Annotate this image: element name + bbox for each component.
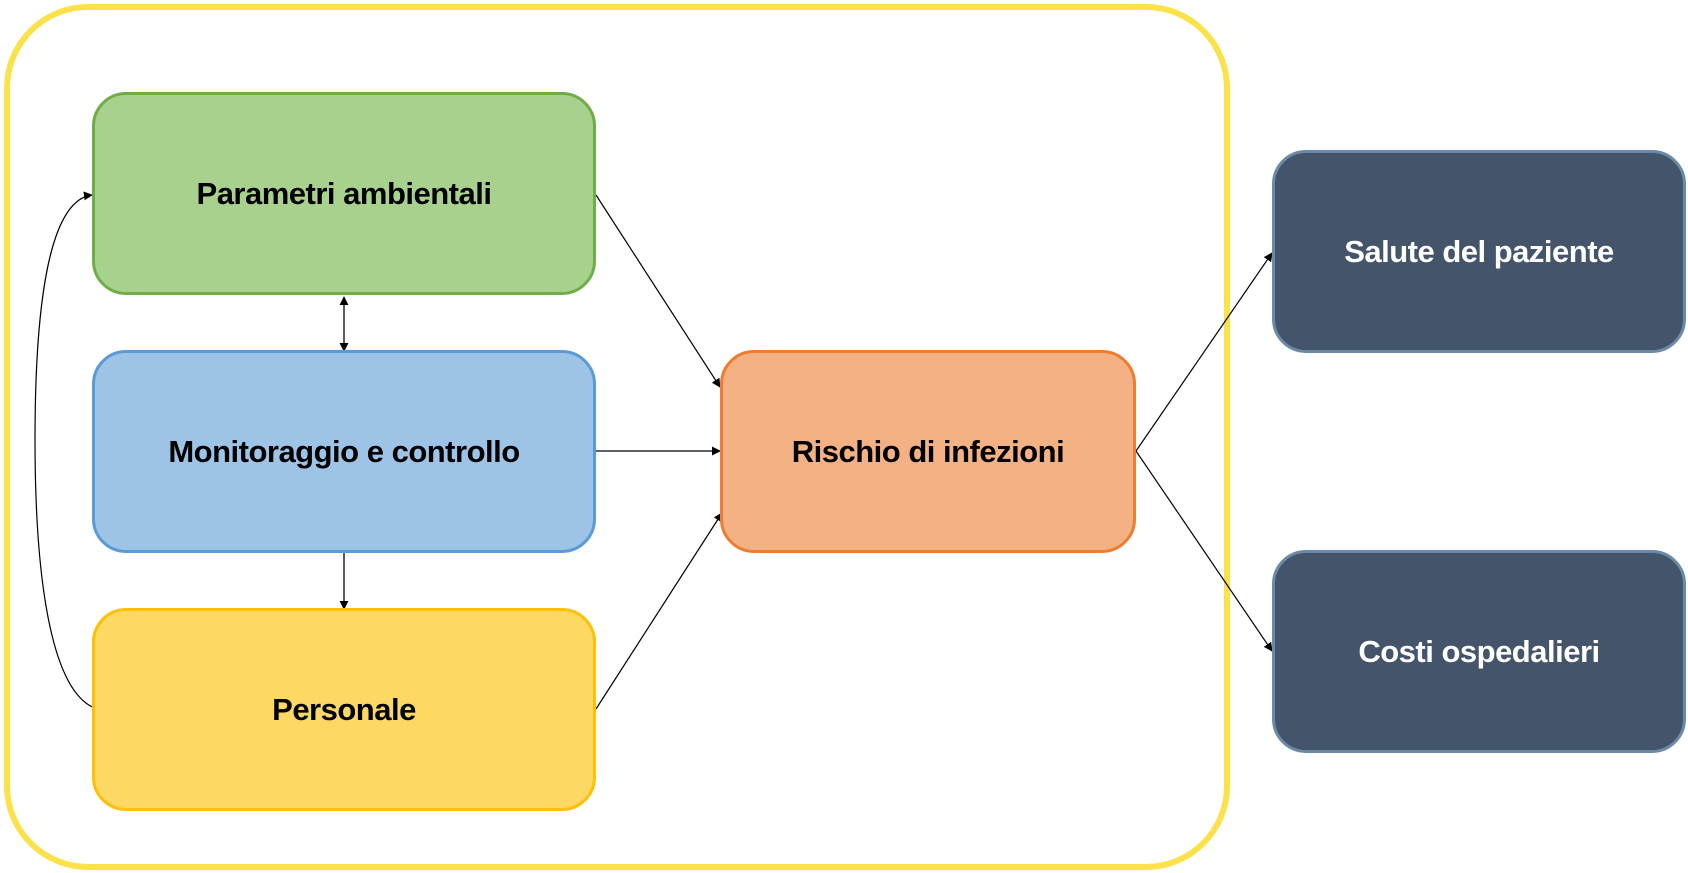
node-monitoraggio-controllo: Monitoraggio e controllo <box>92 350 596 553</box>
node-rischio-infezioni: Rischio di infezioni <box>720 350 1136 553</box>
node-salute-paziente: Salute del paziente <box>1272 150 1686 353</box>
node-label: Salute del paziente <box>1344 233 1614 269</box>
edge-personale-parametri <box>34 191 98 710</box>
edge-parametri-rischio <box>595 194 721 388</box>
edge-rischio-costi <box>1135 450 1273 652</box>
node-label: Parametri ambientali <box>196 175 492 211</box>
node-label: Costi ospedalieri <box>1358 633 1600 669</box>
node-label: Personale <box>272 691 416 727</box>
edge-rischio-salute <box>1135 252 1273 452</box>
node-label: Monitoraggio e controllo <box>168 433 520 469</box>
node-label: Rischio di infezioni <box>791 433 1065 469</box>
node-parametri-ambientali: Parametri ambientali <box>92 92 596 295</box>
edge-personale-rischio <box>595 512 723 710</box>
node-personale: Personale <box>92 608 596 811</box>
node-costi-ospedalieri: Costi ospedalieri <box>1272 550 1686 753</box>
system-boundary-frame <box>4 4 1230 870</box>
